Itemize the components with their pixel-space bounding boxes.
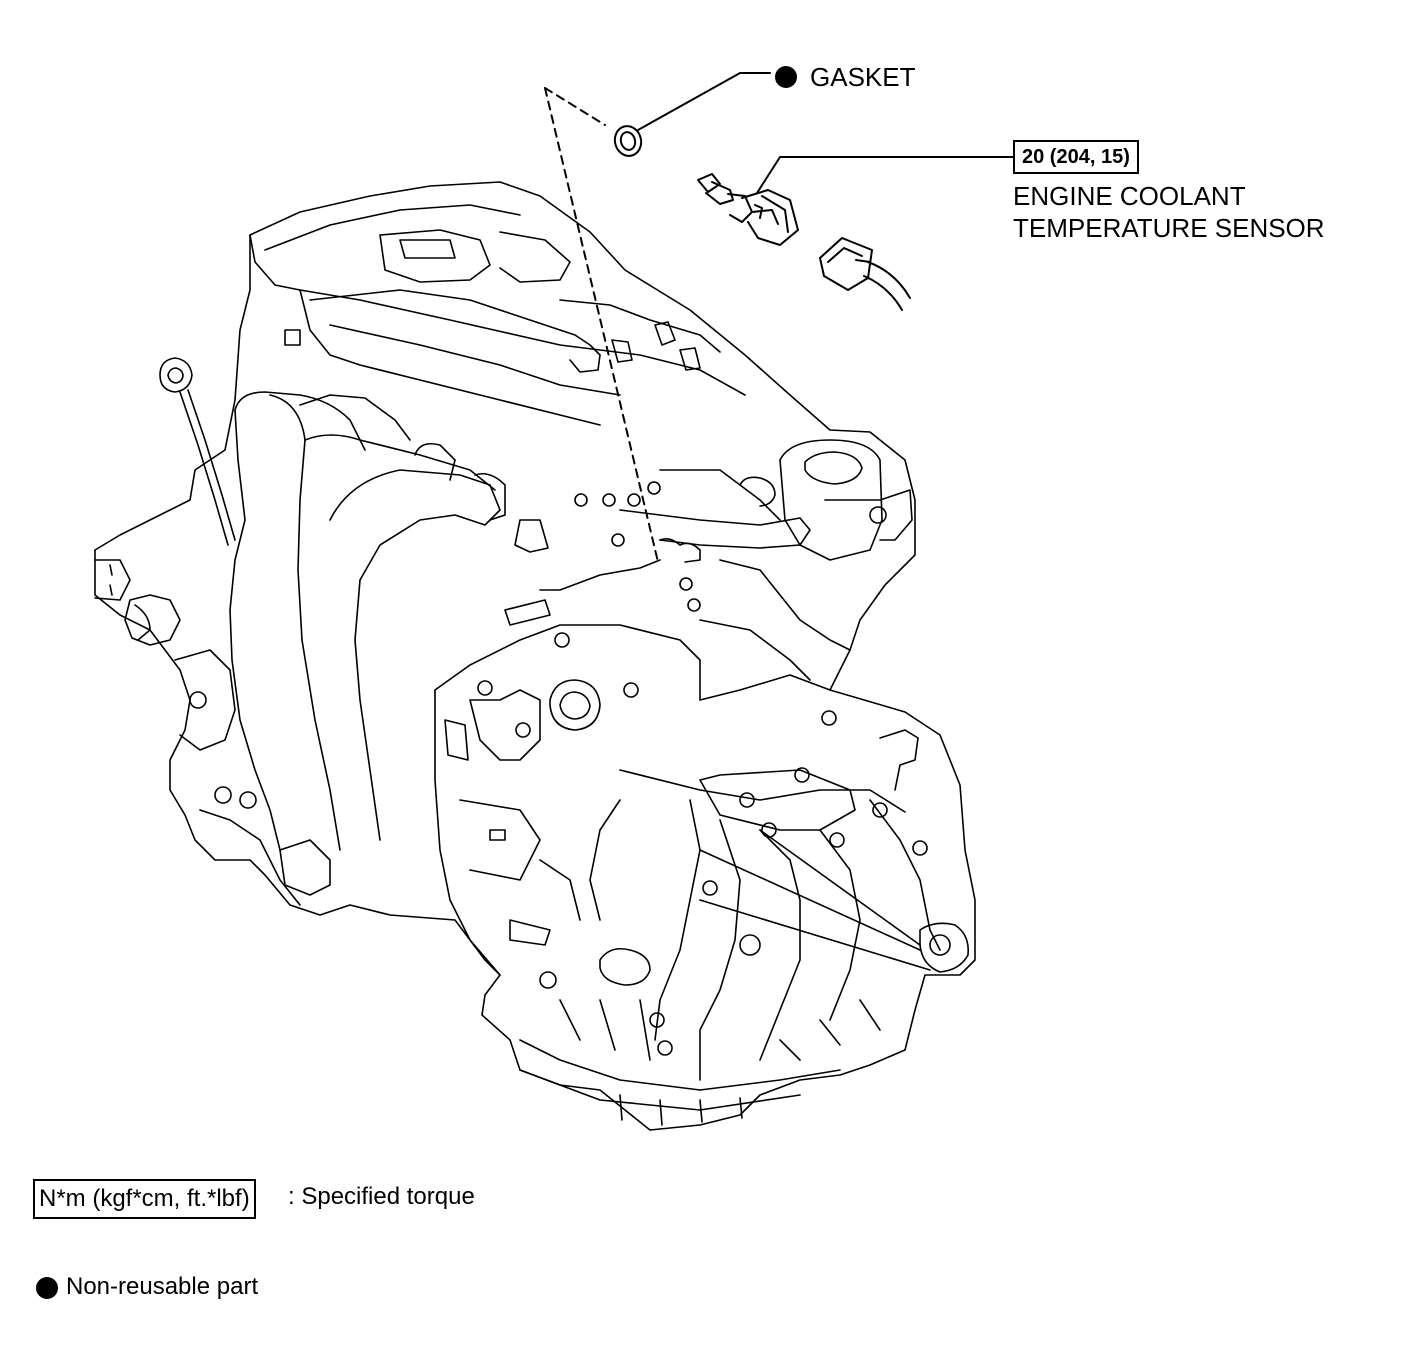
gasket-label: GASKET bbox=[810, 62, 916, 92]
sensor-leader-line bbox=[756, 156, 1014, 194]
gasket-part bbox=[613, 125, 643, 157]
sensor-label-line1: ENGINE COOLANT bbox=[1013, 181, 1246, 211]
gasket-leader-line bbox=[637, 72, 771, 131]
legend-torque-box: N*m (kgf*cm, ft.*lbf) bbox=[33, 1179, 256, 1219]
sensor-label-line2: TEMPERATURE SENSOR bbox=[1013, 213, 1325, 243]
engine-assembly-illustration bbox=[94, 181, 976, 1131]
gasket-non-reusable-dot bbox=[775, 66, 797, 88]
non-reusable-dot-icon bbox=[36, 1277, 58, 1299]
sensor-torque-spec: 20 (204, 15) bbox=[1013, 140, 1139, 174]
installation-guide-dashed bbox=[544, 87, 659, 563]
coolant-temp-sensor-part bbox=[697, 173, 799, 246]
legend-non-reusable-text: Non-reusable part bbox=[66, 1273, 259, 1300]
legend-torque-text: : Specified torque bbox=[288, 1183, 475, 1210]
sensor-connector-part bbox=[819, 237, 911, 311]
